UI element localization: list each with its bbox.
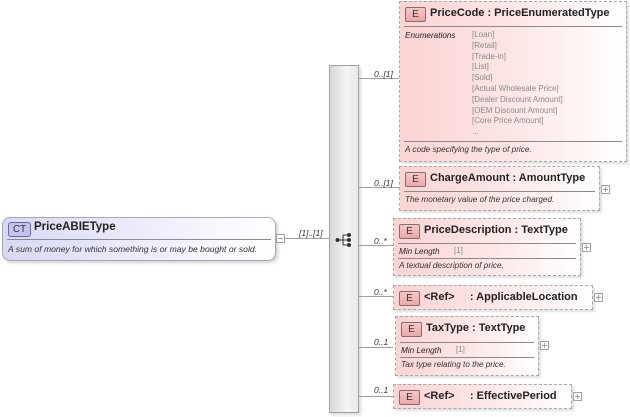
enumeration-value: [Dealer Discount Amount]	[472, 94, 563, 104]
enumeration-value: [Retail]	[472, 40, 497, 50]
element-description: Tax type relating to the price.	[401, 360, 506, 369]
collapse-toggle[interactable]	[276, 234, 285, 243]
divider	[404, 141, 622, 142]
expand-toggle[interactable]	[601, 185, 610, 194]
element-node-effectiveperiod[interactable]: E <Ref> : EffectivePeriod	[393, 384, 572, 409]
connector-line	[285, 238, 329, 239]
facet-label: Min Length	[399, 247, 440, 256]
divider	[7, 239, 271, 240]
expand-toggle[interactable]	[573, 392, 582, 401]
cardinality: 0..[1]	[374, 178, 393, 188]
element-node-pricecode[interactable]: E PriceCode : PriceEnumeratedType Enumer…	[399, 1, 627, 162]
divider	[404, 191, 595, 192]
enumeration-value: [Actual Wholesale Price]	[472, 83, 559, 93]
divider	[398, 258, 576, 259]
complex-type-name: PriceABIEType	[34, 221, 116, 233]
facet-value: [1]	[456, 345, 465, 354]
connector-line	[358, 296, 393, 297]
enumeration-value: [Trade-in]	[472, 51, 506, 61]
enumeration-value: [OEM Discount Amount]	[472, 105, 558, 115]
connector-line	[358, 347, 393, 348]
element-description: A code specifying the type of price.	[405, 145, 532, 154]
sequence-compositor[interactable]	[329, 65, 359, 413]
element-node-pricedescription[interactable]: E PriceDescription : TextType Min Length…	[393, 218, 581, 276]
expand-toggle[interactable]	[582, 243, 591, 252]
element-node-taxtype[interactable]: E TaxType : TextType Min Length [1] Tax …	[395, 316, 539, 376]
connector-line	[358, 78, 399, 79]
enumeration-list: [Loan] [Retail] [Trade-in] [List] [Sold]…	[472, 30, 563, 138]
root-cardinality: [1]..[1]	[299, 228, 323, 238]
enumeration-value: [Core Price Amount]	[472, 116, 544, 126]
divider	[400, 342, 534, 343]
connector-line	[358, 396, 393, 397]
enumeration-value: ...	[472, 127, 479, 137]
element-badge: E	[399, 291, 420, 306]
element-title: <Ref> : EffectivePeriod	[424, 390, 557, 402]
expand-toggle[interactable]	[594, 293, 603, 302]
complex-type-badge: CT	[8, 222, 31, 237]
facet-label: Enumerations	[405, 31, 456, 40]
connector-line	[358, 245, 393, 246]
complex-type-node[interactable]: CT PriceABIEType A sum of money for whic…	[2, 217, 276, 261]
facet-value: [1]	[454, 246, 463, 255]
cardinality: 0..1	[374, 385, 389, 395]
element-badge: E	[399, 390, 420, 405]
cardinality: 0..1	[374, 337, 389, 347]
element-badge: E	[405, 7, 426, 22]
element-description: The monetary value of the price charged.	[405, 195, 555, 204]
element-badge: E	[401, 322, 422, 337]
sequence-icon	[335, 233, 351, 247]
enumeration-value: [Loan]	[472, 30, 495, 39]
connector-line	[358, 187, 399, 188]
element-title: TaxType : TextType	[426, 322, 526, 334]
divider	[404, 26, 622, 27]
element-badge: E	[399, 224, 420, 239]
element-title: PriceDescription : TextType	[424, 224, 568, 236]
element-description: A textual description of price.	[399, 261, 504, 270]
facet-label: Min Length	[401, 346, 442, 355]
element-title: PriceCode : PriceEnumeratedType	[430, 7, 610, 19]
element-title: <Ref> : ApplicableLocation	[424, 291, 578, 303]
cardinality: 0..*	[374, 287, 387, 297]
divider	[398, 243, 576, 244]
element-node-applicablelocation[interactable]: E <Ref> : ApplicableLocation	[393, 285, 593, 310]
cardinality: 0..[1]	[374, 69, 393, 79]
element-badge: E	[405, 172, 426, 187]
expand-toggle[interactable]	[540, 341, 549, 350]
complex-type-description: A sum of money for which something is or…	[8, 244, 258, 254]
element-title: ChargeAmount : AmountType	[430, 172, 586, 184]
cardinality: 0..*	[374, 236, 387, 246]
enumeration-value: [List]	[472, 62, 489, 72]
element-node-chargeamount[interactable]: E ChargeAmount : AmountType The monetary…	[399, 166, 600, 211]
divider	[400, 357, 534, 358]
enumeration-value: [Sold]	[472, 73, 493, 83]
